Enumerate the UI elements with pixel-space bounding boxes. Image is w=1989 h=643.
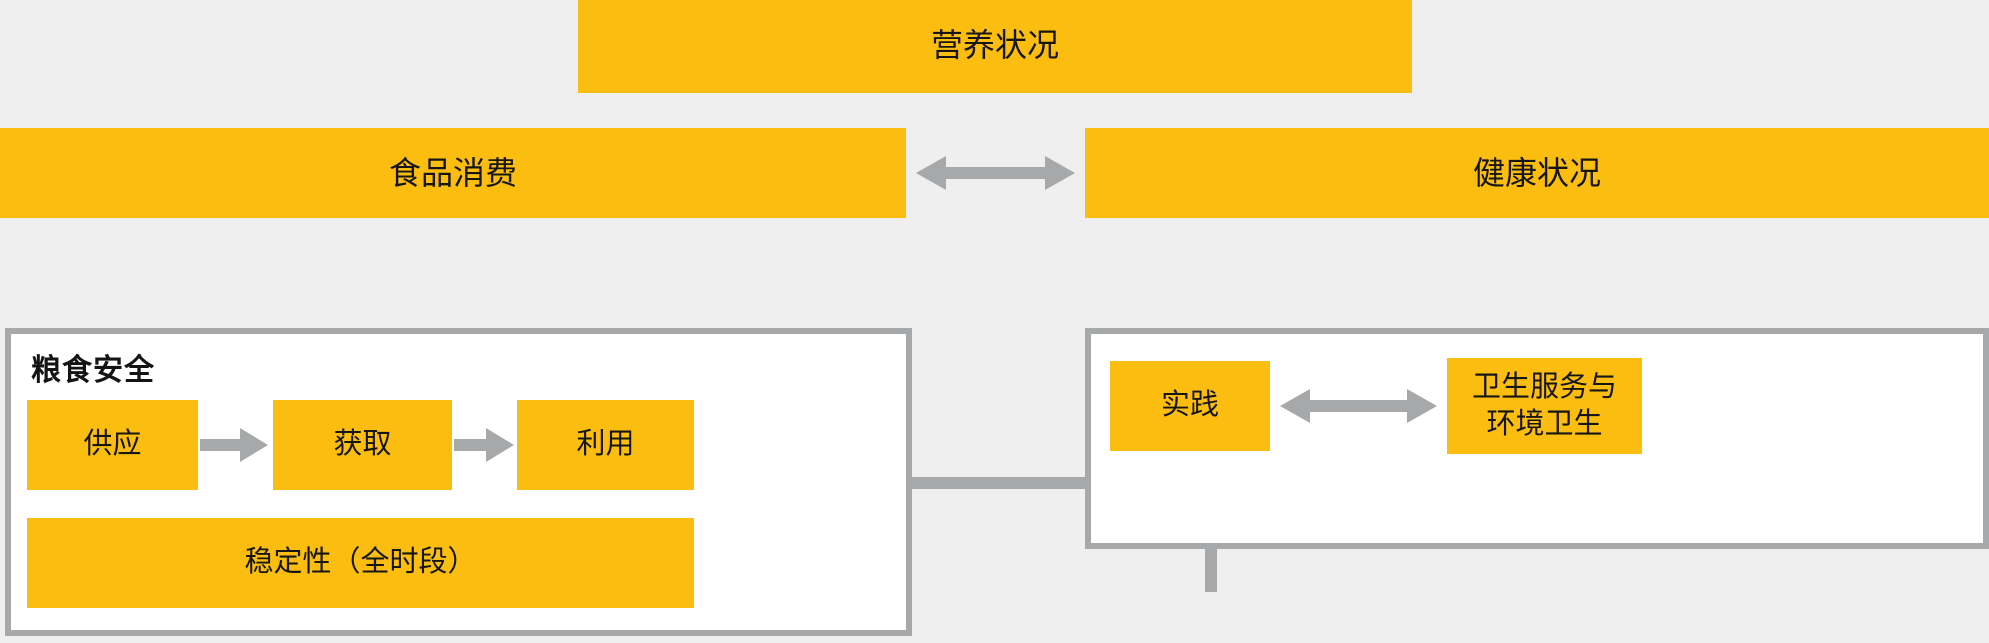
box-health-status: 健康状况 xyxy=(1085,128,1989,218)
box-supply: 供应 xyxy=(27,400,198,490)
box-health-services-line2: 环境卫生 xyxy=(1486,408,1603,440)
box-stability: 稳定性（全时段） xyxy=(27,518,694,608)
arrow-right-access-utilization-icon xyxy=(454,428,514,462)
panel-food-security-title: 粮食安全 xyxy=(31,354,155,387)
box-health-services-line1: 卫生服务与 xyxy=(1471,370,1617,403)
connector-network xyxy=(113,425,1822,602)
box-nutritional-status: 营养状况 xyxy=(578,0,1412,93)
box-utilization: 利用 xyxy=(517,400,694,490)
double-arrow-practices-services-icon xyxy=(1280,389,1437,423)
box-access: 获取 xyxy=(273,400,452,490)
box-practices: 实践 xyxy=(1110,361,1270,451)
double-arrow-consumption-health-icon xyxy=(916,156,1075,190)
box-food-consumption: 食品消费 xyxy=(0,128,906,218)
box-health-environmental-sanitation: 卫生服务与 环境卫生 xyxy=(1447,358,1642,454)
arrow-right-supply-access-icon xyxy=(200,428,268,462)
